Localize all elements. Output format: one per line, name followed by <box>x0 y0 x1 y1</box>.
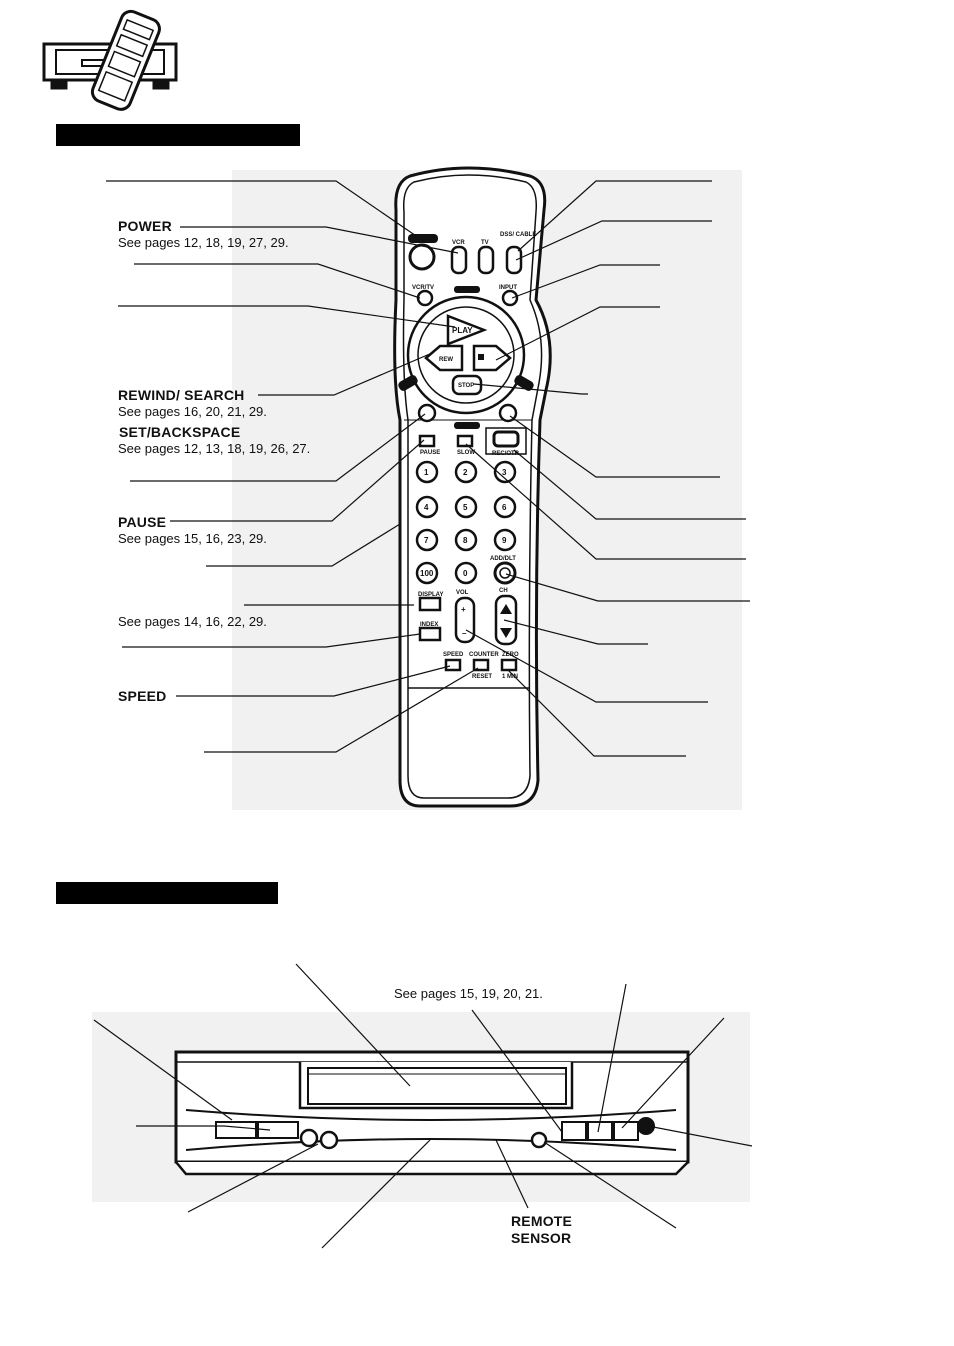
power-label: POWER <box>118 218 172 234</box>
key-rew-label: REW <box>439 357 453 363</box>
key-display-label: DISPLAY <box>418 592 443 598</box>
power-pages: See pages 12, 18, 19, 27, 29. <box>118 235 289 250</box>
key-counter-label: COUNTER <box>469 652 499 658</box>
digit-key-0 <box>454 561 478 585</box>
key-rec-label: REC/OTR <box>492 451 520 457</box>
digit-key-label: 2 <box>463 468 468 477</box>
digit-key-100 <box>415 561 439 585</box>
key-vcrtv-label: VCR/TV <box>412 285 434 291</box>
key-reset-label: RESET <box>472 674 492 680</box>
remote-sensor-label-line2: SENSOR <box>511 1230 572 1246</box>
digit-key-9 <box>493 528 517 552</box>
key-dss-label: DSS/ CABLE <box>500 232 536 238</box>
set-backspace-label: SET/BACKSPACE <box>119 424 241 440</box>
set-backspace-pages: See pages 12, 13, 18, 19, 26, 27. <box>118 441 311 456</box>
key-onemin-label: 1 MIN <box>502 674 518 680</box>
speed-label: SPEED <box>118 688 167 704</box>
pause-label: PAUSE <box>118 514 167 530</box>
digit-key-8 <box>454 528 478 552</box>
digit-key-label: 6 <box>502 503 507 512</box>
key-vcr-label: VCR <box>452 240 465 246</box>
key-input-label: INPUT <box>499 285 517 291</box>
digit-key-label: 7 <box>424 536 429 545</box>
key-ch-label: CH <box>499 588 508 594</box>
key-tv-label: TV <box>481 240 489 246</box>
key-play-label: PLAY <box>452 326 473 335</box>
key-pause-label: PAUSE <box>420 450 440 456</box>
key-speed-label: SPEED <box>443 652 464 658</box>
digit-key-label: 5 <box>463 503 468 512</box>
digit-key-1 <box>415 460 439 484</box>
digit-key-label: 1 <box>424 468 429 477</box>
digit-key-label: 0 <box>463 569 468 578</box>
rewind-search-pages: See pages 16, 20, 21, 29. <box>118 404 267 419</box>
remote-section-heading-bar <box>56 124 300 146</box>
vcr-section-heading-bar <box>56 882 278 904</box>
digit-key-6 <box>493 495 517 519</box>
digit-key-4 <box>415 495 439 519</box>
key-slow-label: SLOW <box>457 450 475 456</box>
pause-pages: See pages 15, 16, 23, 29. <box>118 531 267 546</box>
display-pages: See pages 14, 16, 22, 29. <box>118 614 267 629</box>
key-vol-label: VOL <box>456 590 469 596</box>
digit-key-3 <box>493 460 517 484</box>
svg-text:–: – <box>462 629 467 638</box>
digit-key-7 <box>415 528 439 552</box>
remote-sensor-label-line1: REMOTE <box>511 1213 573 1229</box>
digit-key-5 <box>454 495 478 519</box>
digit-key-label: 8 <box>463 536 468 545</box>
key-stop-label: STOP <box>458 383 474 389</box>
key-addlt-label: ADD/DLT <box>490 556 516 562</box>
rewind-search-label: REWIND/ SEARCH <box>118 387 245 403</box>
svg-text:+: + <box>461 605 466 614</box>
key-index-label: INDEX <box>420 622 438 628</box>
digit-key-label: 9 <box>502 536 507 545</box>
digit-key-label: 100 <box>420 569 434 578</box>
digit-key-label: 3 <box>502 468 507 477</box>
digit-key-2 <box>454 460 478 484</box>
vcr-pages: See pages 15, 19, 20, 21. <box>394 986 543 1001</box>
digit-key-label: 4 <box>424 503 429 512</box>
